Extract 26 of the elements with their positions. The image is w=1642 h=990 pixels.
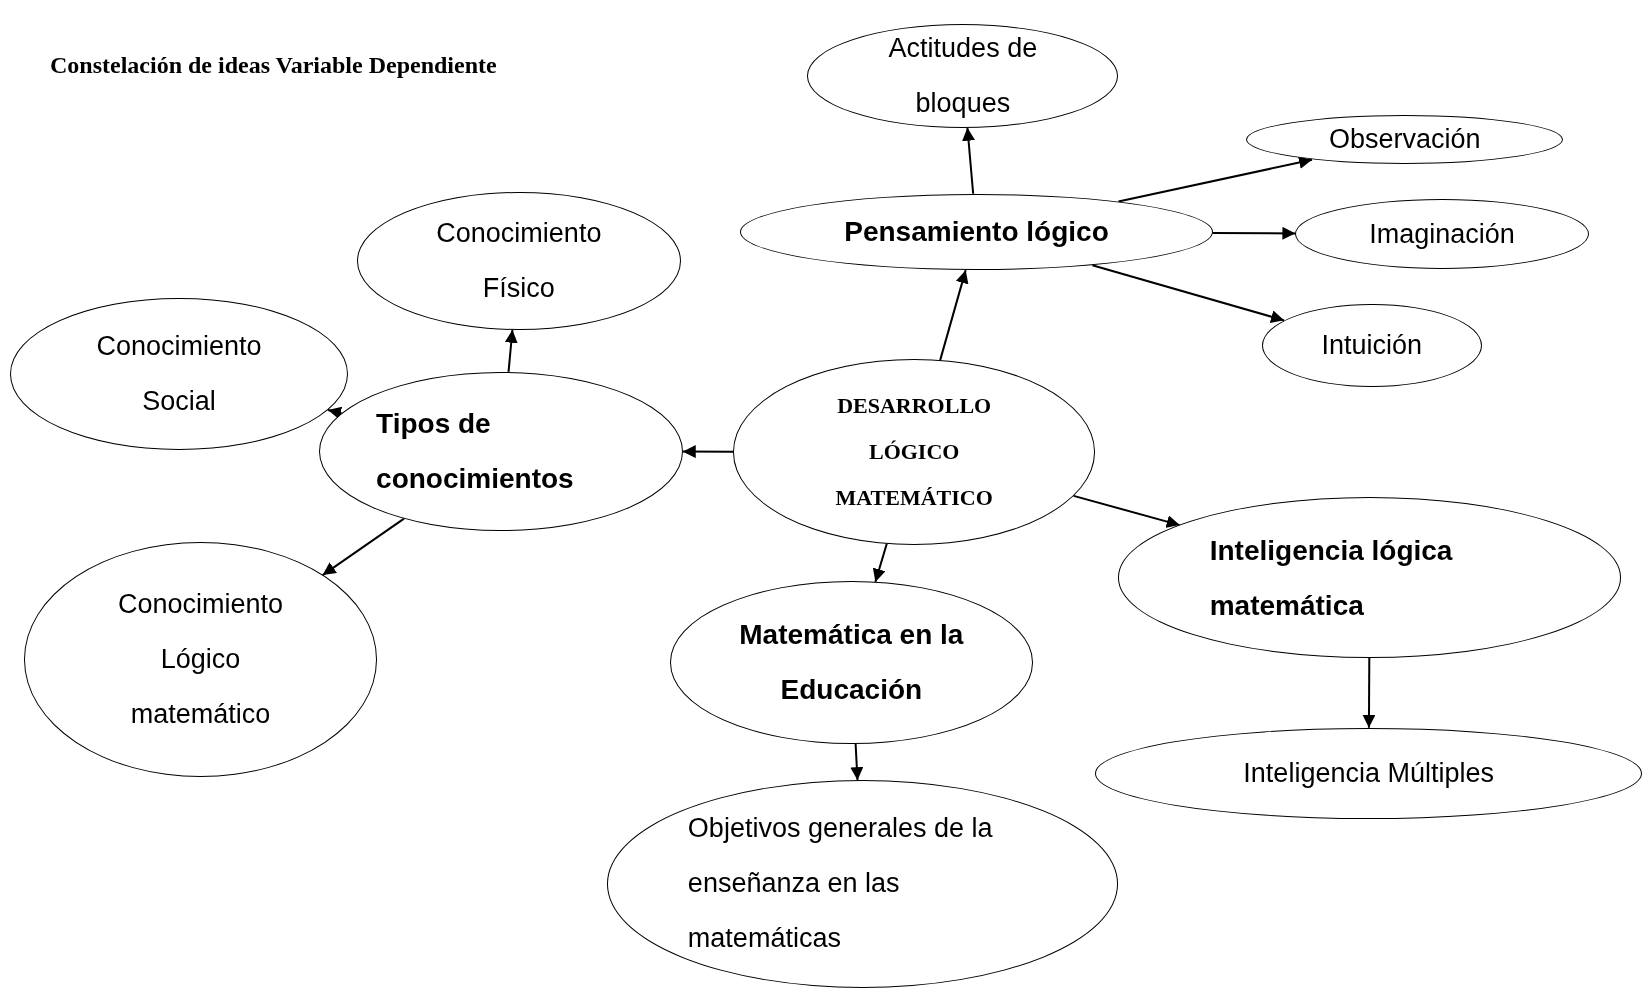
concept-text: Actitudes de bloques	[887, 31, 1039, 120]
concept-text: Objetivos generales de la enseñanza en las matemáticas	[687, 812, 994, 956]
diagram-title: Constelación de ideas Variable Dependiente	[50, 52, 497, 79]
concept-text: Pensamiento lógico	[843, 215, 1110, 250]
concept-text: Observación	[1328, 123, 1482, 157]
arrow	[1117, 156, 1314, 203]
concept-text: Matemática en la Educación	[738, 618, 965, 708]
arrow	[962, 126, 975, 195]
concept-text: Imaginación	[1368, 217, 1516, 251]
concept-text: Conocimiento Físico	[435, 216, 603, 305]
arrow	[850, 742, 864, 782]
arrow	[504, 328, 518, 373]
concept-text: DESARROLLO LÓGICO MATEMÁTICO	[834, 391, 994, 512]
concept-text: Conocimiento Social	[95, 330, 263, 419]
arrow	[1211, 226, 1297, 240]
arrow	[327, 406, 343, 420]
concept-text: Intuición	[1320, 329, 1424, 363]
arrow	[1072, 494, 1181, 528]
concept-text: Tipos de conocimientos	[376, 407, 575, 497]
concept-text: Inteligencia lógica matemática	[1209, 533, 1454, 623]
concept-text: Conocimiento Lógico matemático	[116, 588, 285, 732]
arrow	[681, 445, 735, 459]
arrow	[321, 517, 406, 577]
arrow	[1362, 656, 1376, 729]
arrow	[1091, 264, 1286, 323]
concept-text: Inteligencia Múltiples	[1242, 756, 1495, 790]
